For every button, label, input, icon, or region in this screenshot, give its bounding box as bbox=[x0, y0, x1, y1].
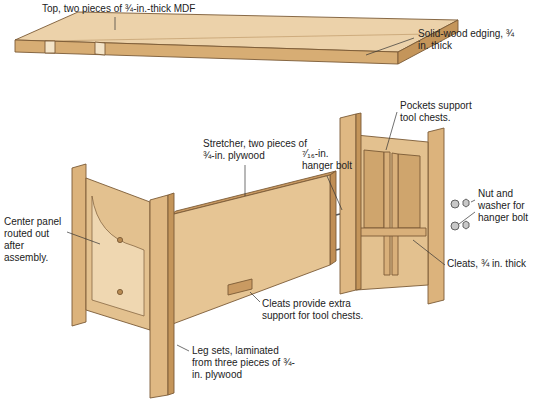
callout-label: Leg sets, laminated from three pieces of… bbox=[192, 345, 300, 381]
callout-label: Cleats, ¾ in. thick bbox=[447, 258, 537, 270]
nuts-and-washers bbox=[451, 199, 469, 230]
callout-label: Solid-wood edging, ¾ in. thick bbox=[418, 28, 522, 52]
callout-label: Nut and washer for hanger bolt bbox=[478, 188, 534, 224]
callout-label: Pockets support tool chests. bbox=[400, 100, 482, 124]
callout-label: Stretcher, two pieces of ¾-in. plywood bbox=[203, 138, 311, 162]
callout-label: Center panel routed out after assembly. bbox=[4, 216, 66, 264]
workbench-top bbox=[15, 12, 458, 64]
right-leg-set bbox=[340, 113, 444, 304]
callout-label: ⁷⁄₁₆-in. hanger bolt bbox=[302, 148, 362, 172]
callout-label: Top, two pieces of ¾-in.-thick MDF bbox=[42, 3, 212, 15]
left-front-leg bbox=[150, 193, 174, 398]
leader-lines bbox=[67, 17, 475, 351]
callout-label: Cleats provide extra support for tool ch… bbox=[262, 298, 370, 322]
left-leg-set bbox=[72, 164, 150, 330]
